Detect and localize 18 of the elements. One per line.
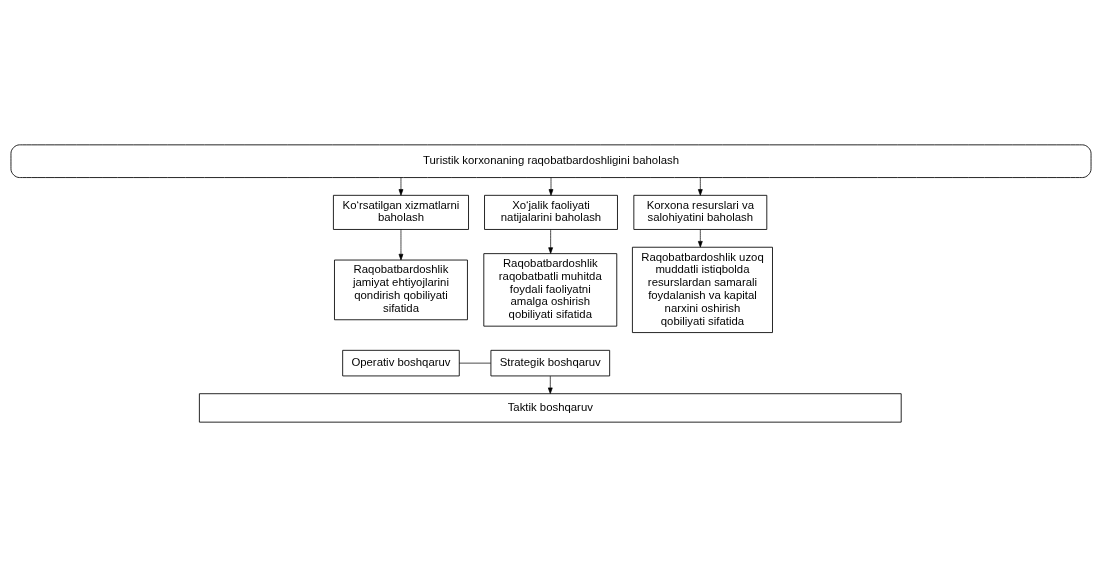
- arrow: [548, 177, 554, 196]
- node-box: Ko‘rsatilgan xizmatlarni baholash: [333, 194, 469, 230]
- arrow: [548, 229, 553, 254]
- node-box: Raqobatbardoshlik jamiyat ehtiyojlarini qondirish qobiliyati sifatida: [334, 259, 468, 321]
- arrow: [697, 229, 703, 248]
- node-box: Taktik boshqaruv: [198, 393, 902, 423]
- arrow: [547, 375, 553, 394]
- node-box: Raqobatbardoshlik raqobatbatli muhitda foydali faoliyatni amalga oshirish qobiliyati sifatida: [483, 253, 618, 327]
- node-box: Turistik korxonaning raqobatbardoshligini baholash: [10, 144, 1092, 178]
- node-box: Korxona resurslari va salohiyatini baholash: [633, 194, 768, 230]
- arrow: [398, 177, 404, 196]
- connector: [459, 362, 492, 364]
- node-box: Xo‘jalik faoliyati natijalarini baholash: [484, 194, 618, 230]
- arrow: [398, 229, 404, 261]
- node-box: Operativ boshqaruv: [342, 349, 460, 377]
- arrow: [697, 177, 703, 196]
- node-box: Raqobatbardoshlik uzoq muddatli istiqbolda resurslardan samarali foydalanish va kapital narxini oshirish qobiliyati sifatida: [632, 246, 773, 333]
- node-box: Strategik boshqaruv: [490, 349, 611, 377]
